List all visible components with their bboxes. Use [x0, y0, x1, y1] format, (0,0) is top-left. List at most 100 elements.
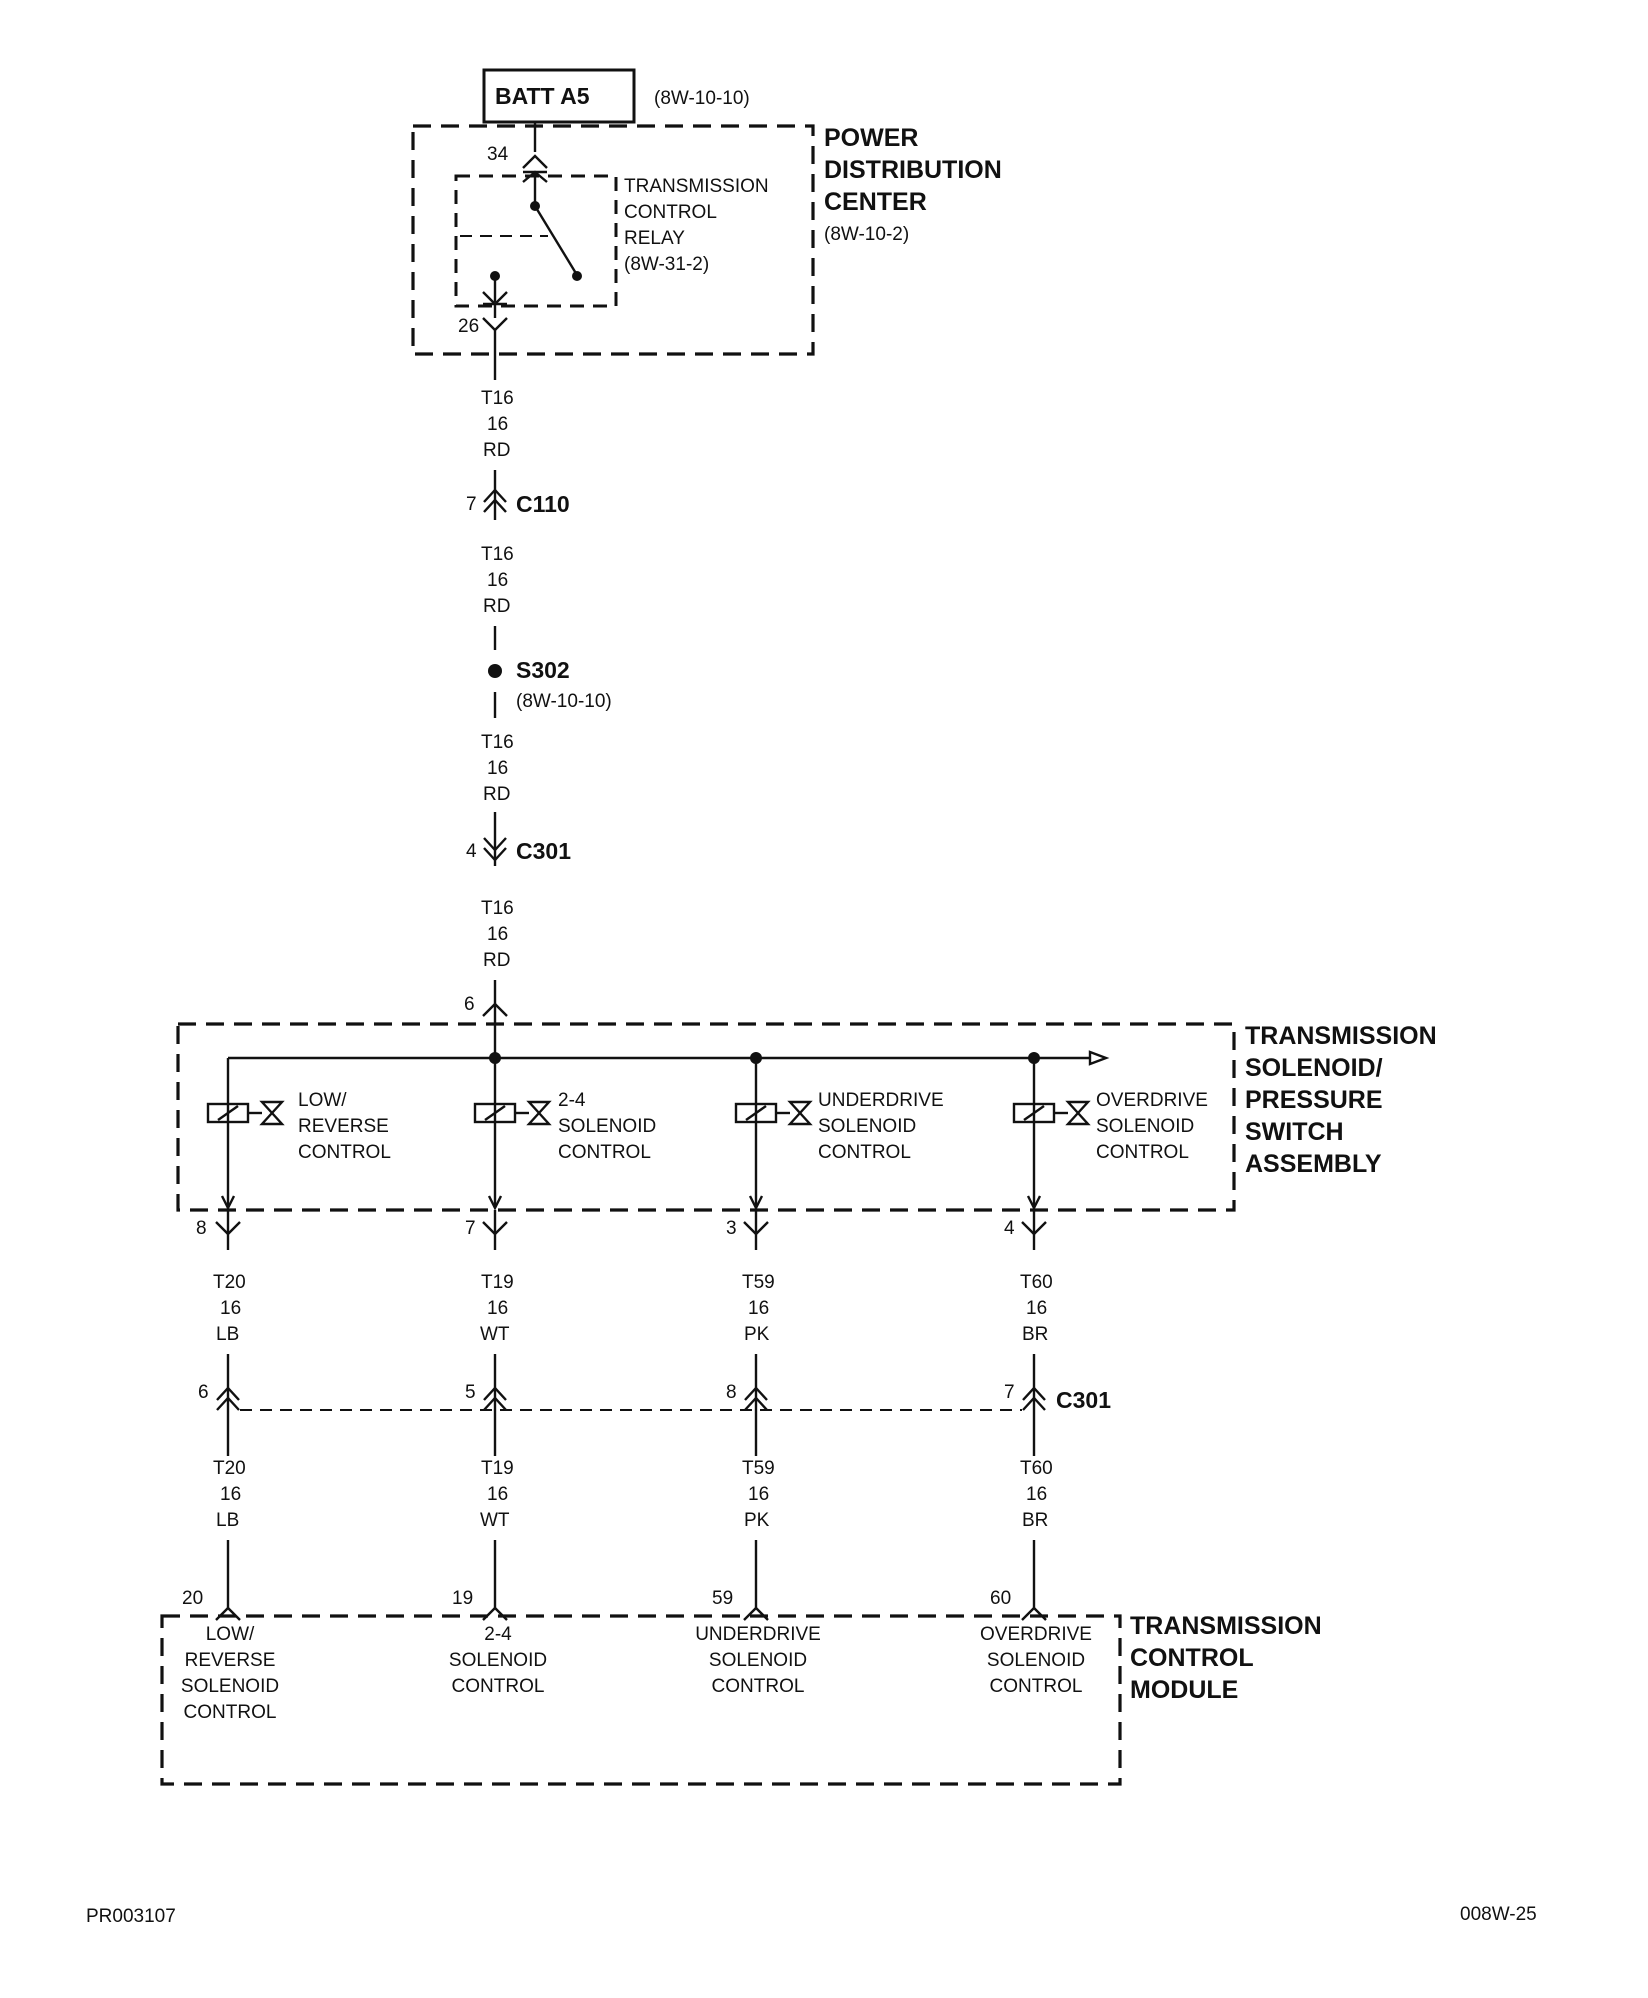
- pdc-pin-in: 34: [487, 144, 509, 165]
- tcm-title-3: MODULE: [1130, 1676, 1238, 1704]
- solenoid-low-reverse: LOW/ REVERSE CONTROL: [206, 1058, 391, 1211]
- pdc-box: [411, 124, 815, 356]
- t19-color-b: WT: [480, 1510, 510, 1531]
- connector-c301-top: 4 C301: [466, 812, 571, 866]
- tcm-in2-l2: SOLENOID: [449, 1650, 547, 1671]
- c110-name: C110: [516, 491, 570, 517]
- relay-ref: (8W-31-2): [624, 254, 709, 275]
- c301-bottom-name: C301: [1056, 1387, 1111, 1413]
- relay-title-3: RELAY: [624, 228, 685, 249]
- sol2-l3: CONTROL: [558, 1142, 651, 1163]
- pdc-title-1: POWER: [824, 124, 918, 152]
- solenoid-2-4: 2-4 SOLENOID CONTROL: [473, 1058, 656, 1211]
- t20-circuit-b: T20: [213, 1458, 246, 1479]
- sa-title-1: TRANSMISSION: [1245, 1022, 1437, 1050]
- c301-pin-7: 7: [1004, 1382, 1015, 1403]
- tcm-pin-20: 20: [182, 1588, 203, 1609]
- sa-title-5: ASSEMBLY: [1245, 1150, 1382, 1178]
- t19-gauge-a: 16: [487, 1298, 508, 1319]
- t59-circuit-a: T59: [742, 1272, 775, 1293]
- t59-color-b: PK: [744, 1510, 770, 1531]
- footer-left-code: PR003107: [86, 1906, 176, 1927]
- pdc-title-2: DISTRIBUTION: [824, 156, 1002, 184]
- connector-34: 34: [487, 144, 548, 169]
- solenoid-assembly-box: [176, 1022, 1236, 1212]
- feed-circuit-1: T16: [481, 388, 514, 409]
- feed-color-2: RD: [483, 596, 510, 617]
- t19-gauge-b: 16: [487, 1484, 508, 1505]
- t59-circuit-b: T59: [742, 1458, 775, 1479]
- feed-label-2: T16 16 RD: [481, 544, 514, 617]
- branch-t59: 3 T59 16 PK 8 T59 16 PK 59: [712, 1210, 775, 1621]
- feed-gauge-2: 16: [487, 570, 508, 591]
- pdc-title-3: CENTER: [824, 188, 927, 216]
- sa-pin-7: 7: [465, 1218, 476, 1239]
- feed-gauge-4: 16: [487, 924, 508, 945]
- tcm-in2-l3: CONTROL: [452, 1676, 545, 1697]
- c301-pin-8: 8: [726, 1382, 737, 1403]
- t59-color-a: PK: [744, 1324, 770, 1345]
- sol1-l3: CONTROL: [298, 1142, 391, 1163]
- tcm-in1-l3: SOLENOID: [181, 1676, 279, 1697]
- relay-title-1: TRANSMISSION: [624, 176, 769, 197]
- sol1-l2: REVERSE: [298, 1116, 389, 1137]
- pdc-ref: (8W-10-2): [824, 224, 909, 245]
- s302-name: S302: [516, 657, 570, 683]
- tcm-in2-l1: 2-4: [484, 1624, 512, 1645]
- tcm-input-overdrive: OVERDRIVE SOLENOID CONTROL: [980, 1624, 1092, 1697]
- feed-label-3: T16 16 RD: [481, 732, 514, 805]
- feed-color-4: RD: [483, 950, 510, 971]
- tcm-title-2: CONTROL: [1130, 1644, 1254, 1672]
- feed-label-4: T16 16 RD: [481, 898, 514, 971]
- sol4-l3: CONTROL: [1096, 1142, 1189, 1163]
- connector-c110: 7 C110: [466, 470, 570, 520]
- sa-title-3: PRESSURE: [1245, 1086, 1383, 1114]
- sa-title-2: SOLENOID/: [1245, 1054, 1383, 1082]
- branch-t60: 4 T60 16 BR 7 C301 T60 16 BR 60: [990, 1210, 1111, 1621]
- tcm-in4-l1: OVERDRIVE: [980, 1624, 1092, 1645]
- tcm-in1-l4: CONTROL: [184, 1702, 277, 1723]
- t60-circuit-b: T60: [1020, 1458, 1053, 1479]
- tcm-in3-l2: SOLENOID: [709, 1650, 807, 1671]
- t59-gauge-b: 16: [748, 1484, 769, 1505]
- tcm-in4-l2: SOLENOID: [987, 1650, 1085, 1671]
- t20-gauge-a: 16: [220, 1298, 241, 1319]
- feed-label-1: T16 16 RD: [481, 388, 514, 461]
- t60-color-a: BR: [1022, 1324, 1048, 1345]
- t20-color-a: LB: [216, 1324, 239, 1345]
- sa-pin-4: 4: [1004, 1218, 1015, 1239]
- sa-pin-3: 3: [726, 1218, 737, 1239]
- feed-circuit-3: T16: [481, 732, 514, 753]
- c301-pin-6: 6: [198, 1382, 209, 1403]
- c301-top-pin: 4: [466, 841, 477, 862]
- tcm-in1-l2: REVERSE: [185, 1650, 276, 1671]
- feed-gauge-3: 16: [487, 758, 508, 779]
- feed-color-1: RD: [483, 440, 510, 461]
- tcm-in3-l3: CONTROL: [712, 1676, 805, 1697]
- sol3-l3: CONTROL: [818, 1142, 911, 1163]
- t19-circuit-a: T19: [481, 1272, 514, 1293]
- sa-title-4: SWITCH: [1245, 1118, 1344, 1146]
- t59-gauge-a: 16: [748, 1298, 769, 1319]
- batt-ref: (8W-10-10): [654, 88, 750, 109]
- t60-circuit-a: T60: [1020, 1272, 1053, 1293]
- sol2-l1: 2-4: [558, 1090, 586, 1111]
- t19-circuit-b: T19: [481, 1458, 514, 1479]
- feed-circuit-4: T16: [481, 898, 514, 919]
- sol4-l2: SOLENOID: [1096, 1116, 1194, 1137]
- connector-26: 26: [458, 304, 508, 337]
- footer-right-code: 008W-25: [1460, 1904, 1537, 1925]
- branch-t19: 7 T19 16 WT 5 T19 16 WT 19: [452, 1210, 514, 1621]
- relay-title-2: CONTROL: [624, 202, 717, 223]
- s302-ref: (8W-10-10): [516, 691, 612, 712]
- tcm-box: [160, 1614, 1122, 1786]
- branch-t20: 8 T20 16 LB 6 T20 16 LB 20: [182, 1210, 246, 1621]
- tcm-pin-60: 60: [990, 1588, 1011, 1609]
- tcm-input-underdrive: UNDERDRIVE SOLENOID CONTROL: [695, 1624, 821, 1697]
- tcm-input-2-4: 2-4 SOLENOID CONTROL: [449, 1624, 547, 1697]
- t20-circuit-a: T20: [213, 1272, 246, 1293]
- tcm-in4-l3: CONTROL: [990, 1676, 1083, 1697]
- t20-gauge-b: 16: [220, 1484, 241, 1505]
- tcm-title-1: TRANSMISSION: [1130, 1612, 1322, 1640]
